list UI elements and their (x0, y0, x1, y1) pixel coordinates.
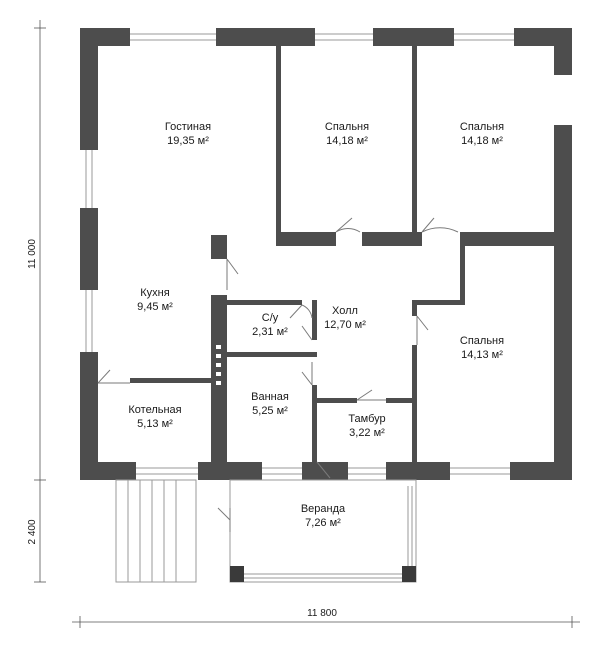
dimension-lines (34, 20, 580, 628)
room-wc-name: С/у (262, 312, 279, 324)
dimension-height-main: 11 000 (27, 239, 38, 269)
dimension-width-total: 11 800 (307, 608, 337, 619)
dimension-height-veranda: 2 400 (27, 519, 38, 544)
room-wc-area: 2,31 м² (252, 326, 288, 338)
room-bedroom2-area: 14,18 м² (461, 135, 503, 147)
room-bedroom3-name: Спальня (460, 335, 504, 347)
room-living-name: Гостиная (165, 121, 211, 133)
room-living-area: 19,35 м² (167, 135, 209, 147)
outer-walls (80, 28, 572, 480)
interior-walls (130, 46, 554, 462)
room-veranda-area: 7,26 м² (305, 517, 341, 529)
room-bath-name: Ванная (251, 391, 289, 403)
room-kitchen-area: 9,45 м² (137, 301, 173, 313)
doors (97, 217, 459, 479)
room-tambour-area: 3,22 м² (349, 427, 385, 439)
room-bedroom3-area: 14,13 м² (461, 349, 503, 361)
room-labels: Гостиная 19,35 м² Спальня 14,18 м² Спаль… (128, 121, 504, 529)
room-boiler-area: 5,13 м² (137, 418, 173, 430)
room-kitchen-name: Кухня (140, 287, 169, 299)
veranda (217, 479, 417, 583)
room-bedroom1-area: 14,18 м² (326, 135, 368, 147)
room-boiler-name: Котельная (128, 404, 181, 416)
room-tambour-name: Тамбур (348, 413, 385, 425)
room-hall-name: Холл (332, 305, 358, 317)
windows (80, 28, 572, 480)
room-bath-area: 5,25 м² (252, 405, 288, 417)
room-hall-area: 12,70 м² (324, 319, 366, 331)
vent-shaft (216, 345, 221, 385)
room-veranda-name: Веранда (301, 503, 346, 515)
room-bedroom1-name: Спальня (325, 121, 369, 133)
entrance-steps (115, 479, 197, 583)
room-bedroom2-name: Спальня (460, 121, 504, 133)
